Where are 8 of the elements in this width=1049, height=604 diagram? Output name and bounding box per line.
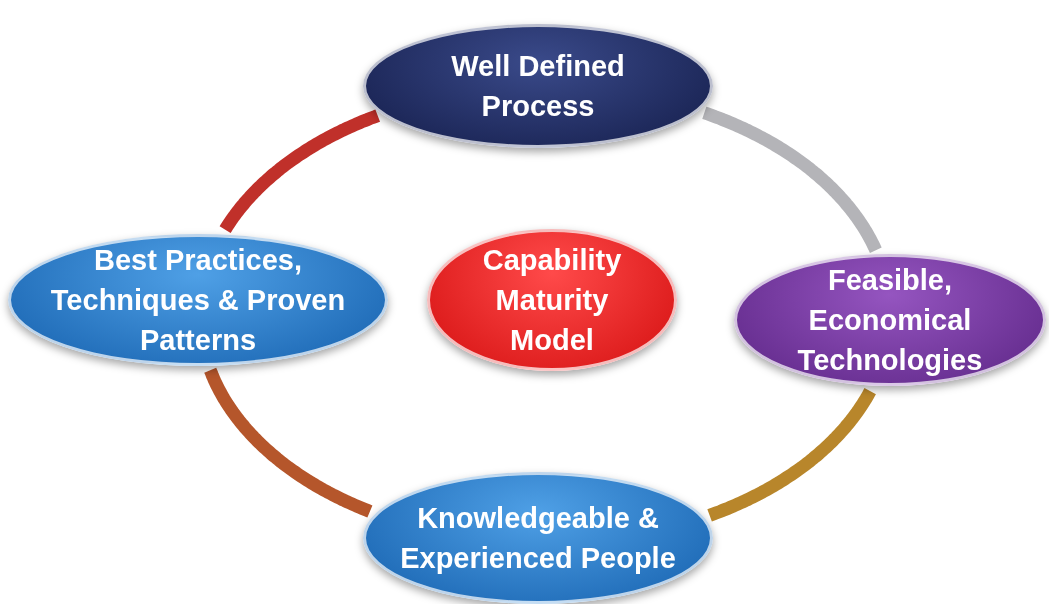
ring-connector	[219, 109, 382, 235]
ring-connector	[204, 365, 374, 518]
node-label: Well Defined Process	[450, 49, 626, 124]
node-label: Feasible, Economical Technologies	[796, 262, 984, 378]
node-label: Best Practices, Techniques & Proven Patterns	[49, 242, 347, 358]
node-label: Capability Maturity Model	[481, 242, 623, 358]
ring-connector	[705, 386, 876, 522]
node-label: Knowledgeable & Experienced People	[399, 501, 677, 576]
